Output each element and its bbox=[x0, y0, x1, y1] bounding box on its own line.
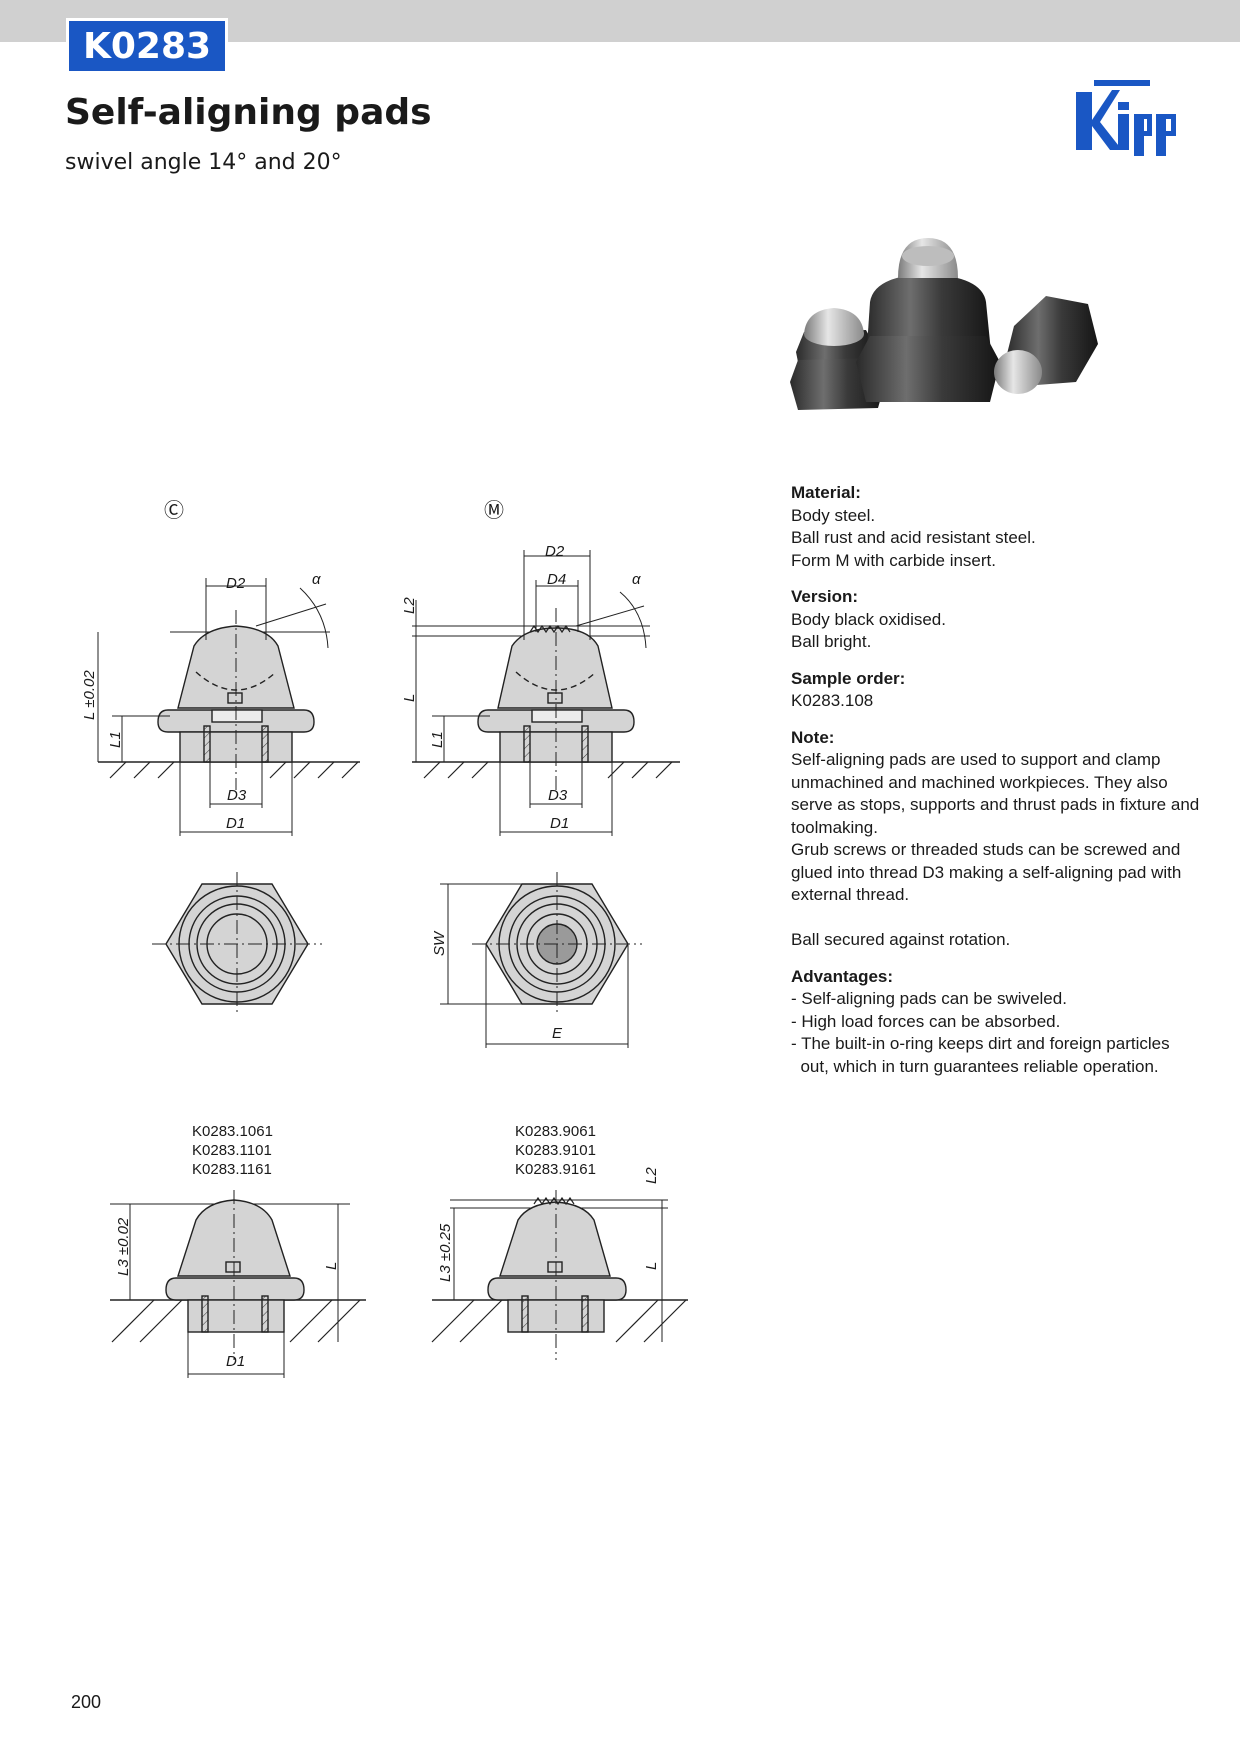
dim-l3-tol-m: L3 ±0.25 bbox=[437, 1223, 454, 1282]
note-line: Self-aligning pads are used to support a… bbox=[791, 750, 1161, 769]
product-photo bbox=[790, 238, 1098, 410]
note-line: external thread. bbox=[791, 885, 910, 904]
form-m-variant-view bbox=[431, 1190, 688, 1360]
material-line: Body steel. bbox=[791, 505, 876, 525]
dim-l-m2: L bbox=[643, 1262, 660, 1270]
variant-m-1: K0283.9061 bbox=[515, 1123, 596, 1140]
material-line: Form M with carbide insert. bbox=[791, 550, 996, 570]
dim-l-m: L bbox=[401, 694, 418, 702]
variant-m-3: K0283.9161 bbox=[515, 1161, 596, 1178]
dim-l-tol-c: L ±0.02 bbox=[81, 670, 98, 720]
dim-sw: SW bbox=[431, 930, 448, 956]
dim-d2-m: D2 bbox=[545, 543, 565, 560]
note-line bbox=[791, 907, 1211, 930]
advantages-line: - Self-aligning pads can be swiveled. bbox=[791, 989, 1067, 1008]
product-code-badge: K0283 bbox=[66, 18, 228, 74]
material-heading: Material: bbox=[791, 483, 861, 502]
specification-text: Material: Body steel. Ball rust and acid… bbox=[791, 482, 1211, 1092]
dim-alpha-m: α bbox=[632, 571, 641, 588]
version-section: Version: Body black oxidised. Ball brigh… bbox=[791, 586, 1211, 654]
dim-l1-m: L1 bbox=[429, 731, 446, 748]
material-section: Material: Body steel. Ball rust and acid… bbox=[791, 482, 1211, 572]
form-c-side-view bbox=[97, 578, 360, 836]
advantages-line: - High load forces can be absorbed. bbox=[791, 1011, 1061, 1031]
dim-d2-c: D2 bbox=[226, 575, 246, 592]
form-c-top-view bbox=[152, 872, 322, 1016]
advantages-heading: Advantages: bbox=[791, 966, 894, 986]
sample-order-line: K0283.108 bbox=[791, 691, 874, 710]
form-c-variant-view bbox=[110, 1190, 366, 1378]
variant-c-2: K0283.1101 bbox=[192, 1142, 272, 1159]
advantages-section: Advantages: - Self-aligning pads can be … bbox=[791, 966, 1211, 1079]
dim-l-c2: L bbox=[323, 1262, 340, 1270]
small-pad-right bbox=[994, 296, 1098, 394]
note-line: Ball secured against rotation. bbox=[791, 930, 1011, 949]
advantages-line: out, which in turn guarantees reliable o… bbox=[791, 1056, 1159, 1076]
note-line: toolmaking. bbox=[791, 817, 878, 837]
dim-d3-m: D3 bbox=[548, 787, 568, 804]
version-heading: Version: bbox=[791, 587, 859, 606]
page-subtitle: swivel angle 14° and 20° bbox=[65, 150, 342, 175]
kipp-logo-icon bbox=[1076, 80, 1176, 156]
dim-d1-c2: D1 bbox=[226, 1353, 245, 1370]
dim-d1-c: D1 bbox=[226, 815, 245, 832]
dim-l2-m2: L2 bbox=[643, 1167, 660, 1184]
technical-drawing: Ⓒ Ⓜ D2 α L ±0.02 L1 D3 D1 D2 D4 α L2 L L… bbox=[81, 499, 688, 1378]
variant-c-1: K0283.1061 bbox=[192, 1123, 273, 1140]
note-line: glued into thread D3 making a self-align… bbox=[791, 862, 1182, 882]
sample-order-section: Sample order: K0283.108 bbox=[791, 668, 1211, 713]
large-pad-center bbox=[856, 238, 1000, 402]
note-section: Note: Self-aligning pads are used to sup… bbox=[791, 727, 1211, 952]
dim-d1-m: D1 bbox=[550, 815, 569, 832]
page-title: Self-aligning pads bbox=[65, 92, 432, 133]
note-heading: Note: bbox=[791, 727, 835, 747]
form-m-label: Ⓜ bbox=[484, 499, 504, 522]
advantages-line: - The built-in o-ring keeps dirt and for… bbox=[791, 1034, 1170, 1053]
variant-c-3: K0283.1161 bbox=[192, 1161, 272, 1178]
dim-l3-tol-c: L3 ±0.02 bbox=[115, 1217, 132, 1276]
form-c-label: Ⓒ bbox=[164, 499, 184, 522]
version-line: Body black oxidised. bbox=[791, 609, 946, 629]
dim-l2-m: L2 bbox=[401, 597, 418, 614]
material-line: Ball rust and acid resistant steel. bbox=[791, 528, 1036, 547]
dim-alpha-c: α bbox=[312, 571, 321, 588]
note-line: serve as stops, supports and thrust pads… bbox=[791, 795, 1200, 814]
page-number: 200 bbox=[71, 1692, 102, 1712]
note-line: unmachined and machined workpieces. They… bbox=[791, 772, 1168, 792]
note-line: Grub screws or threaded studs can be scr… bbox=[791, 840, 1181, 859]
form-m-top-view bbox=[440, 872, 642, 1048]
dim-d4-m: D4 bbox=[547, 571, 566, 588]
dim-d3-c: D3 bbox=[227, 787, 247, 804]
dim-l1-c: L1 bbox=[107, 731, 124, 748]
variant-m-2: K0283.9101 bbox=[515, 1142, 596, 1159]
version-line: Ball bright. bbox=[791, 632, 872, 651]
sample-order-heading: Sample order: bbox=[791, 668, 906, 688]
dim-e: E bbox=[552, 1025, 563, 1042]
form-m-side-view bbox=[412, 550, 680, 836]
